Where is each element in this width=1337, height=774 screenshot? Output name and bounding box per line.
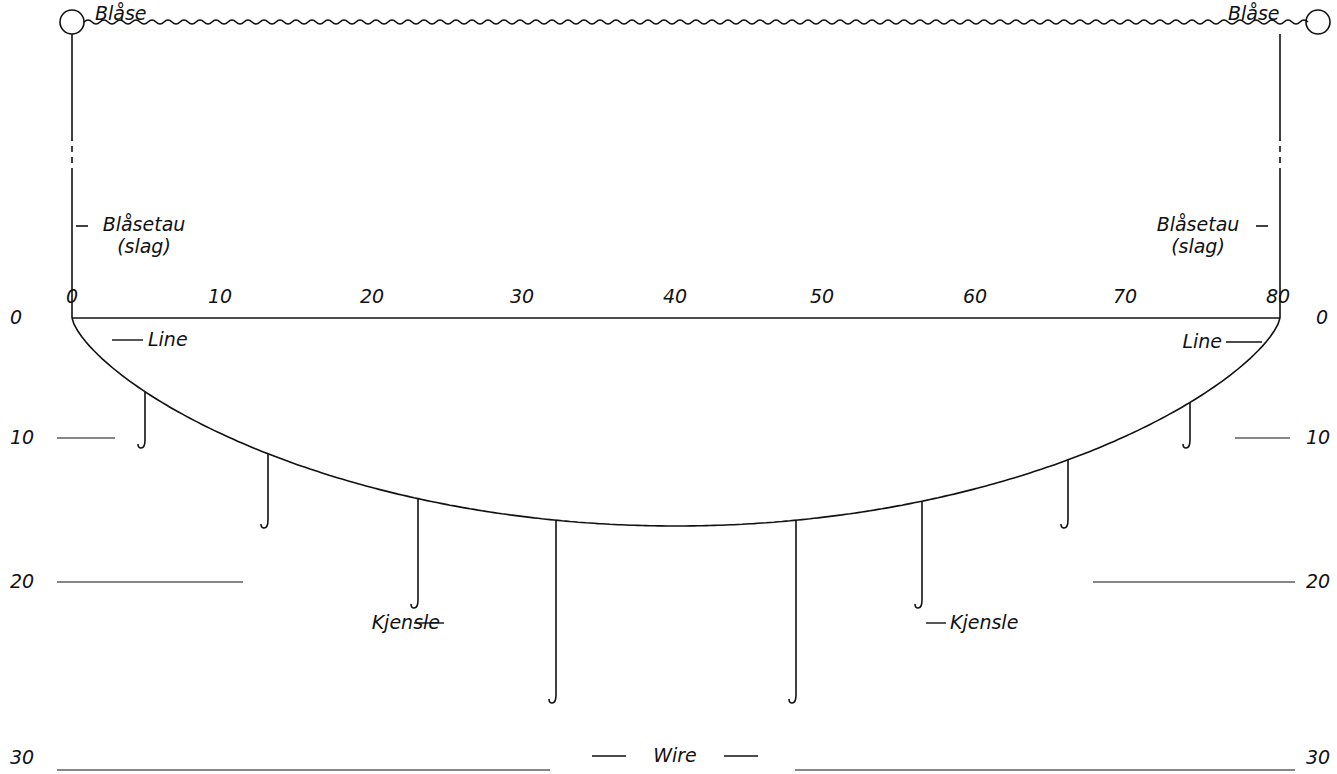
leader-lines xyxy=(112,340,1262,756)
part-label: Kjensle xyxy=(950,612,1018,634)
hooks xyxy=(138,392,1190,703)
part-label: Line xyxy=(1182,331,1222,353)
buoy-rope-label: Blåsetau (slag) xyxy=(1142,214,1254,258)
hook xyxy=(1061,460,1068,528)
part-label: Line xyxy=(148,329,188,351)
axis-number: 0 xyxy=(66,286,78,308)
buoy-rope xyxy=(72,34,1280,318)
depth-number: 10 xyxy=(1306,427,1330,449)
axis-number: 60 xyxy=(963,286,987,308)
axis-number: 10 xyxy=(208,286,232,308)
depth-number: 30 xyxy=(1306,747,1330,769)
depth-lines xyxy=(57,438,1295,770)
hook xyxy=(1183,402,1190,448)
sea-surface xyxy=(84,20,1308,24)
depth-number: 10 xyxy=(10,427,34,449)
depth-number: 20 xyxy=(10,571,34,593)
hook xyxy=(411,499,418,608)
axis-number: 20 xyxy=(360,286,384,308)
depth-number: 0 xyxy=(10,307,22,329)
float-label: Blåse xyxy=(1228,3,1280,25)
axis-number: 30 xyxy=(510,286,534,308)
axis-number: 50 xyxy=(810,286,834,308)
hook xyxy=(138,392,145,448)
float-buoy xyxy=(1306,10,1330,34)
depth-number: 0 xyxy=(1316,307,1328,329)
axis-number: 70 xyxy=(1113,286,1137,308)
buoy-rope-label: Blåsetau (slag) xyxy=(88,214,200,258)
axis-number: 40 xyxy=(663,286,687,308)
float-label: Blåse xyxy=(95,3,147,25)
part-label: Kjensle xyxy=(372,612,440,634)
depth-number: 20 xyxy=(1306,571,1330,593)
hook xyxy=(915,501,922,608)
depth-number: 30 xyxy=(10,747,34,769)
hook xyxy=(549,520,556,703)
horizontal-axis xyxy=(72,317,1280,319)
longline xyxy=(72,318,1280,526)
hook xyxy=(261,454,268,528)
axis-number: 80 xyxy=(1266,286,1290,308)
hook xyxy=(789,520,796,703)
part-label: Wire xyxy=(653,745,697,767)
float-buoy xyxy=(60,10,84,34)
